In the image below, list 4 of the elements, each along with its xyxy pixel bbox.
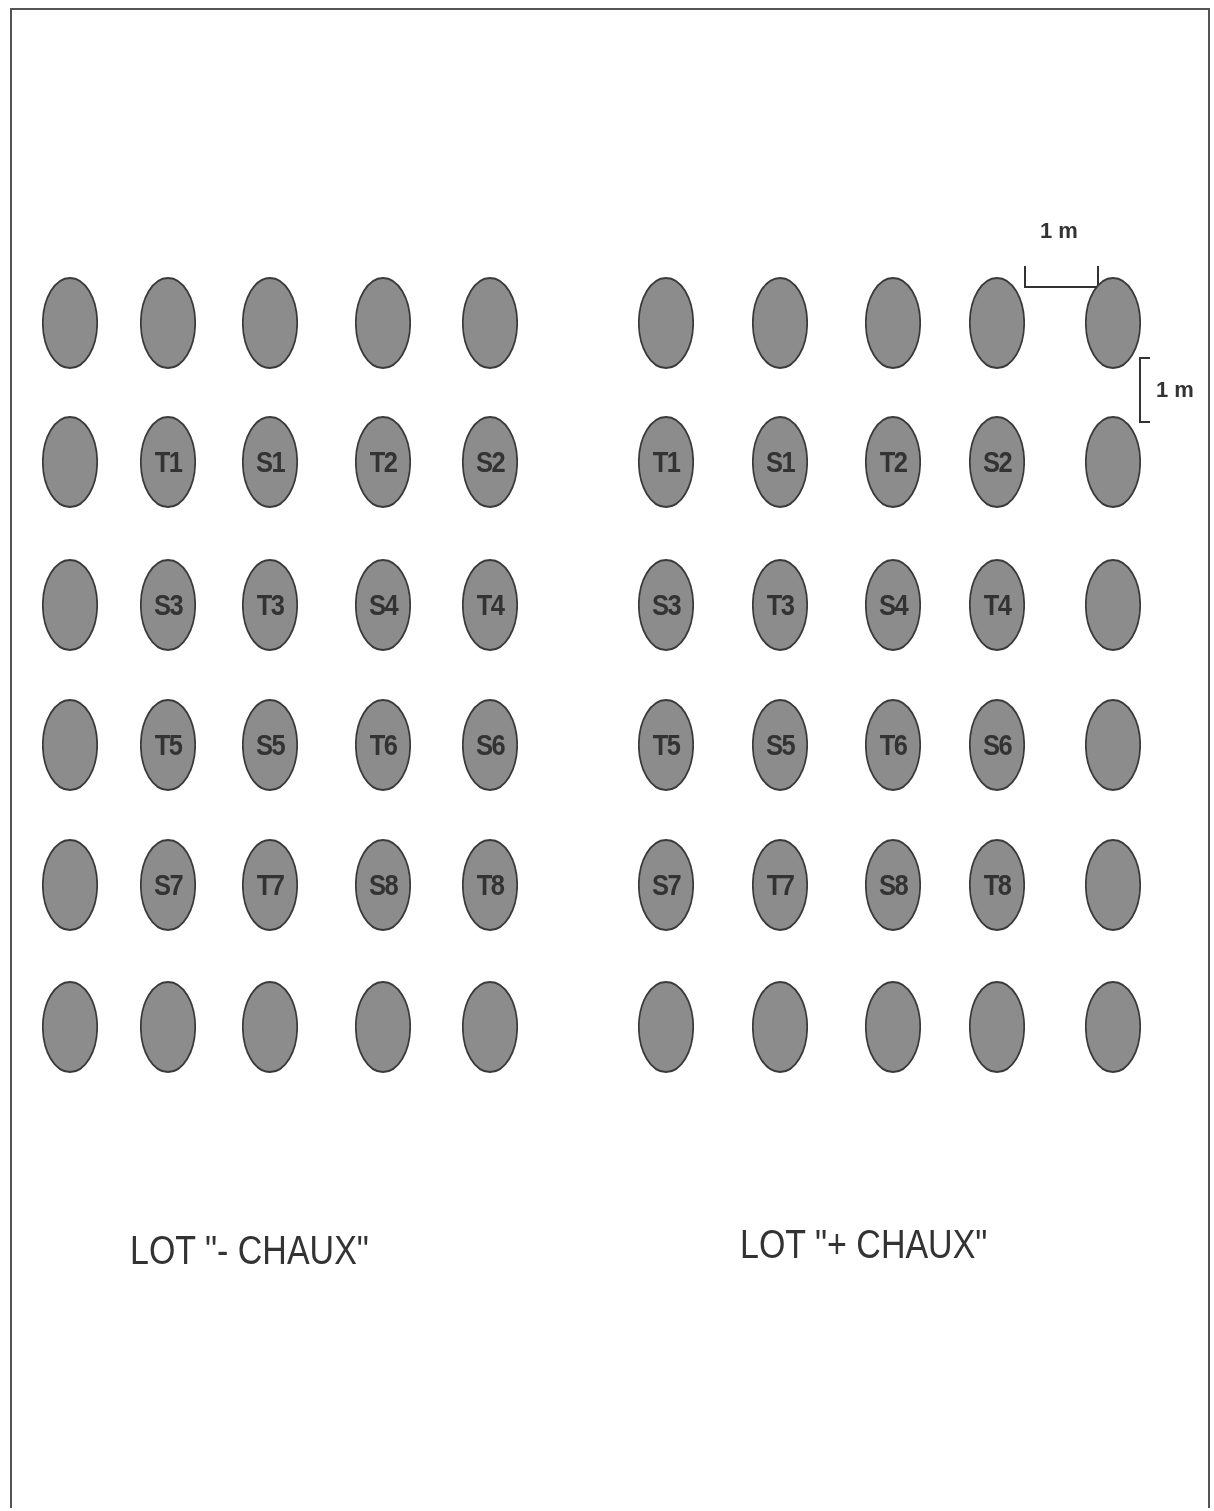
lot-label: LOT "+ CHAUX" <box>740 1222 988 1267</box>
dimension-label: 1 m <box>1040 218 1078 244</box>
lot-label: LOT "- CHAUX" <box>130 1228 369 1273</box>
dimension-label: 1 m <box>1156 377 1194 403</box>
